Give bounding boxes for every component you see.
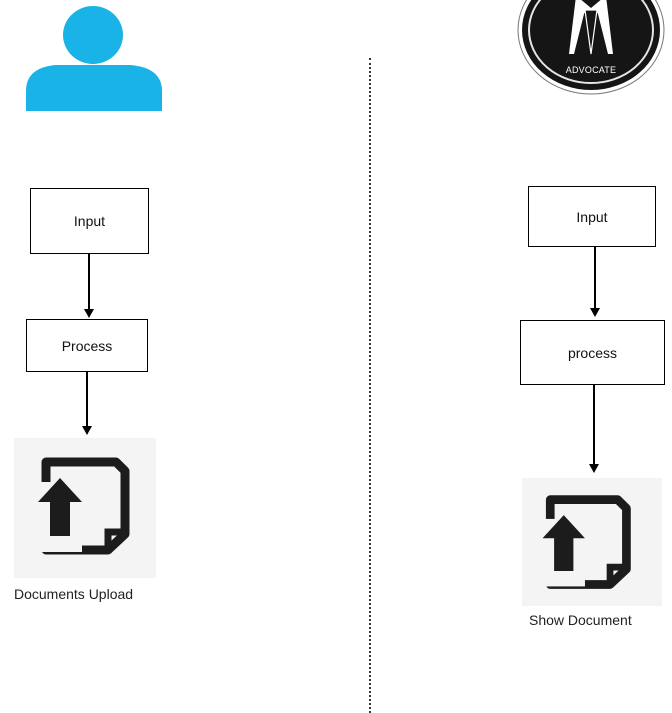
left-process-label: Process xyxy=(61,337,113,354)
right-process-label: process xyxy=(567,344,618,361)
right-document-caption: Show Document xyxy=(529,612,632,628)
left-input-box[interactable]: Input xyxy=(30,188,149,254)
right-arrow-process-doc xyxy=(593,385,595,465)
right-process-box[interactable]: process xyxy=(520,320,665,385)
left-input-label: Input xyxy=(73,213,106,229)
right-input-box[interactable]: Input xyxy=(528,186,656,247)
left-document-upload-icon xyxy=(38,457,130,555)
right-arrow-head-1 xyxy=(590,308,600,317)
right-document-upload-icon xyxy=(542,495,631,589)
right-arrow-head-2 xyxy=(589,464,599,473)
left-document-caption: Documents Upload xyxy=(14,586,134,602)
left-arrow-head-2 xyxy=(82,426,92,435)
left-process-box[interactable]: Process xyxy=(26,319,148,372)
left-arrow-process-doc xyxy=(86,372,88,427)
right-input-label: Input xyxy=(576,208,608,225)
center-divider xyxy=(369,58,371,713)
advocate-badge-text: ADVOCATE xyxy=(566,65,616,75)
advocate-badge-logo: ADVOCATE xyxy=(517,0,665,95)
right-arrow-input-process xyxy=(594,247,596,310)
left-arrow-head-1 xyxy=(84,309,94,318)
user-avatar-icon xyxy=(26,6,162,111)
left-arrow-input-process xyxy=(88,254,90,312)
